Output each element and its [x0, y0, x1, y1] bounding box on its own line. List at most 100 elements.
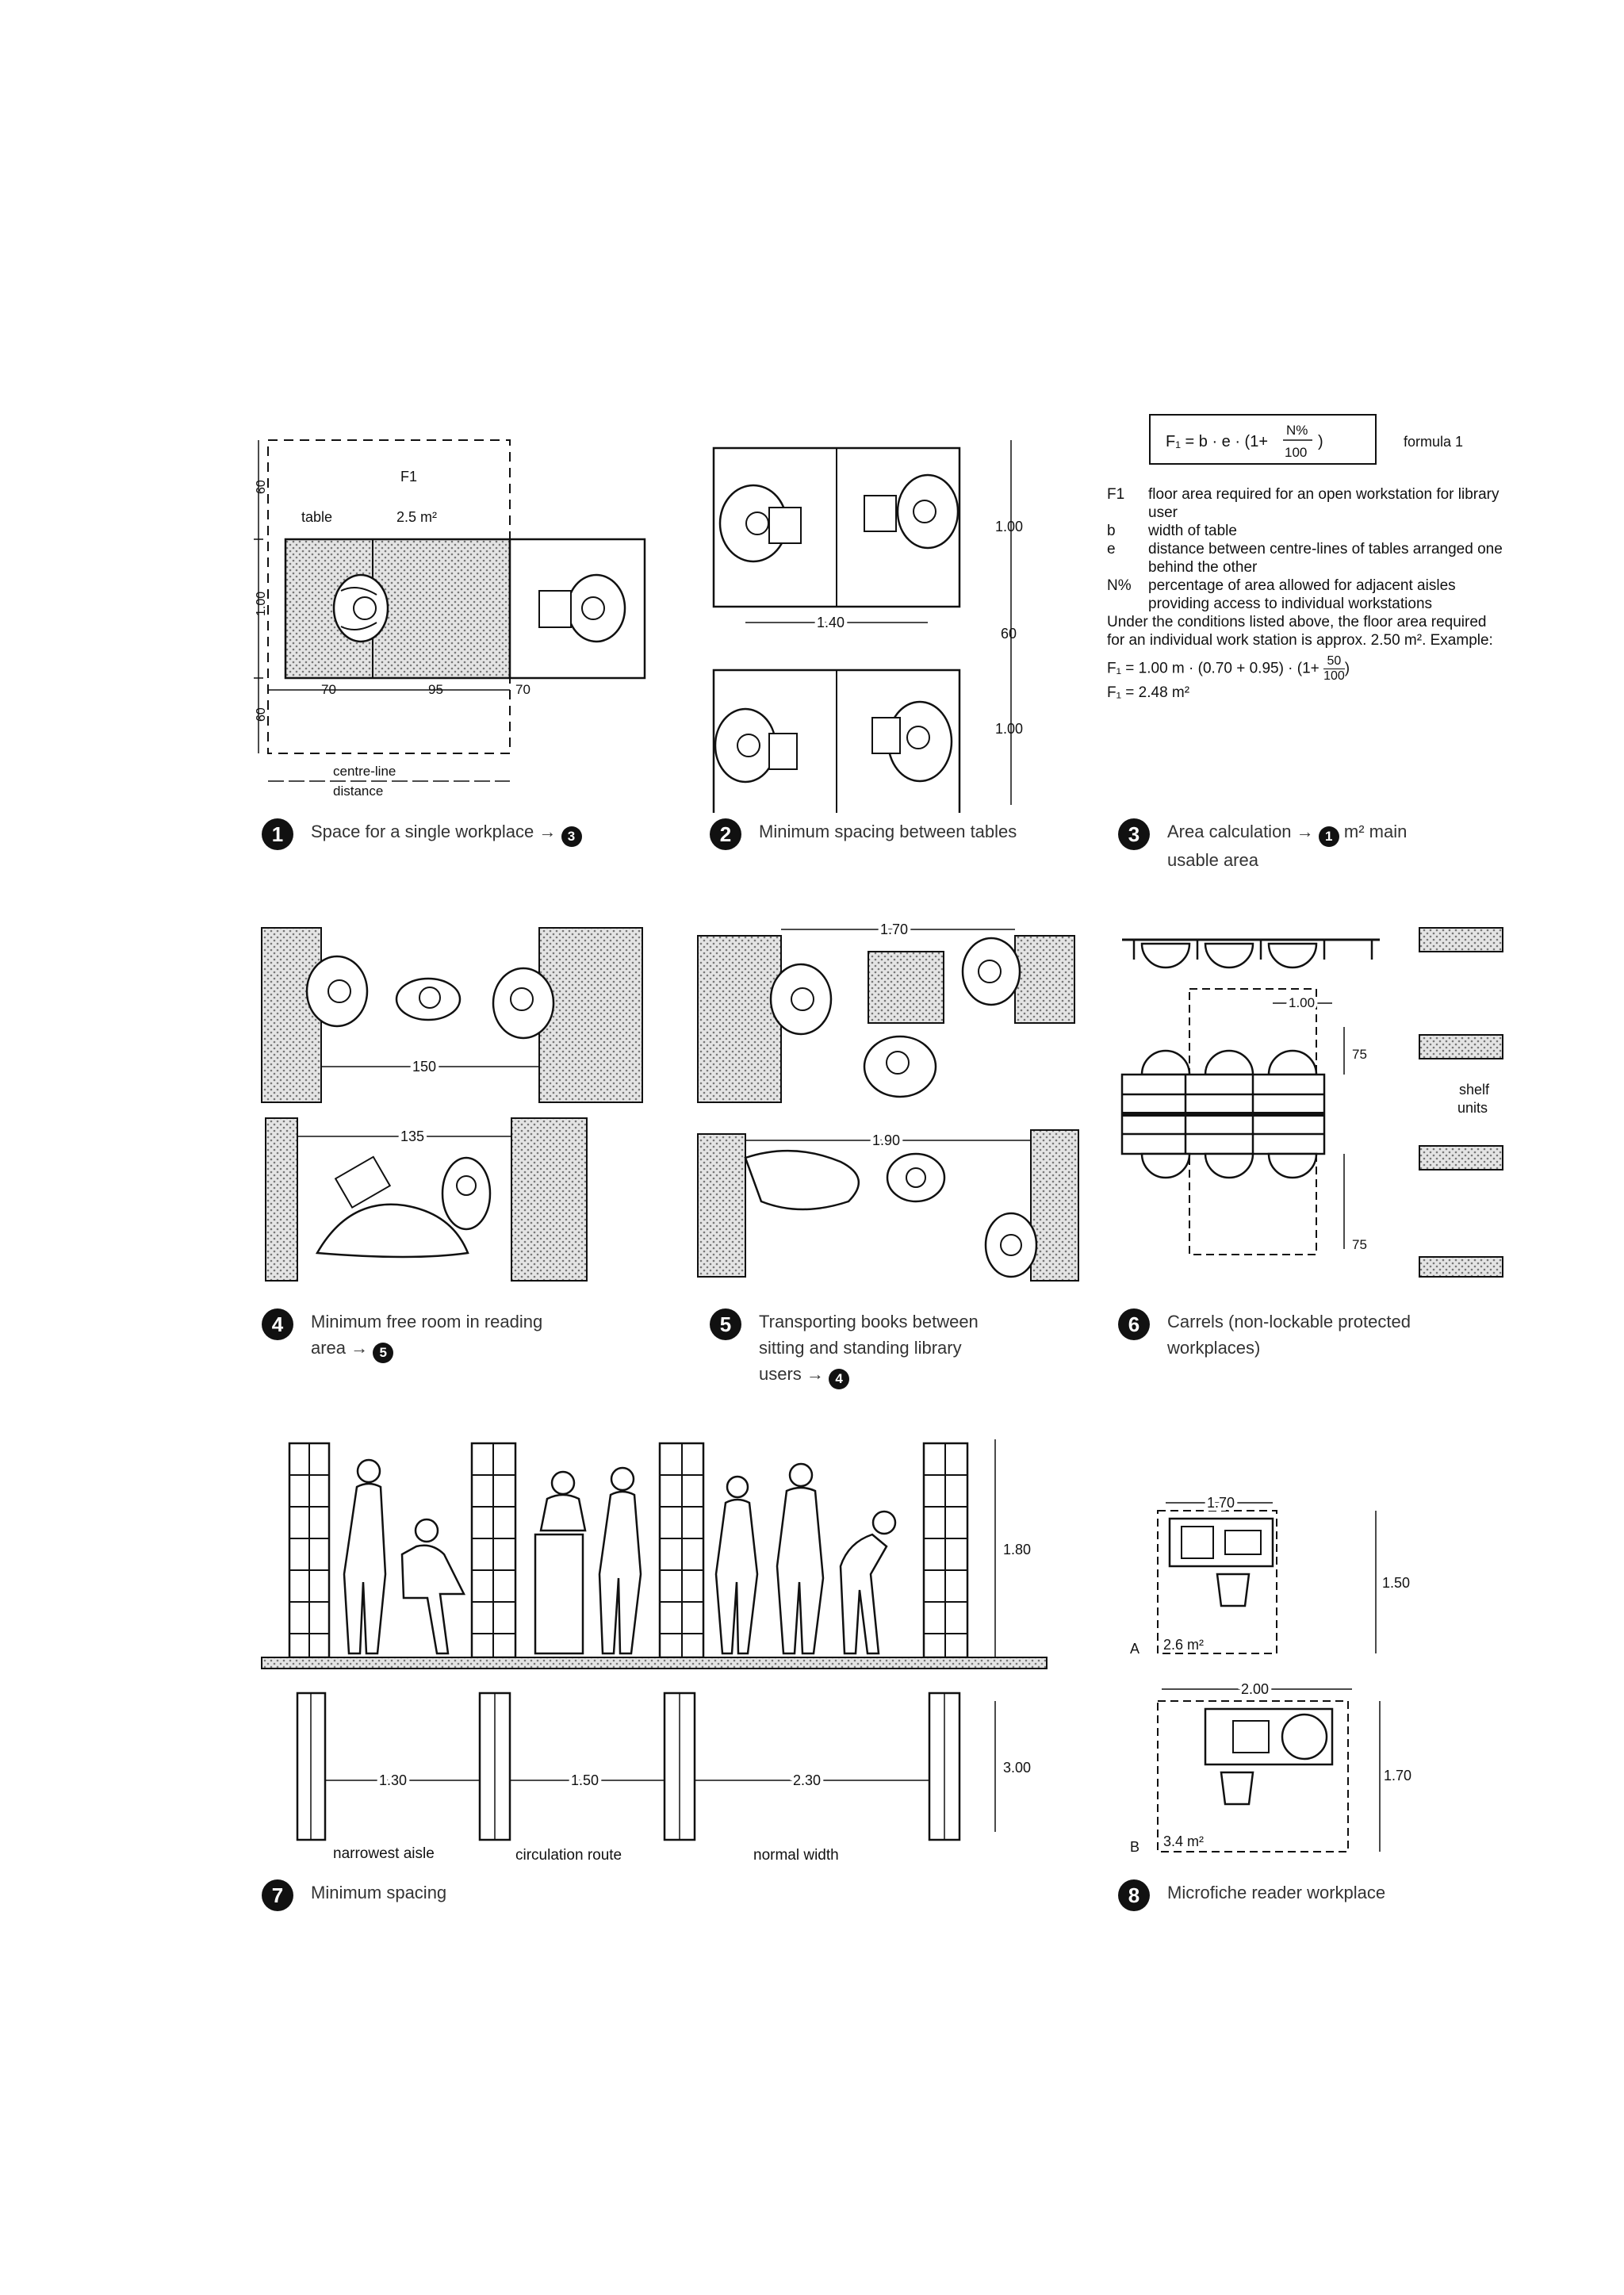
panel-6-carrels-plan: 1.00 75 75 shelf units: [1120, 927, 1503, 1278]
seated-person-icon: [961, 937, 1021, 1006]
dim-100: 1.00: [1289, 995, 1315, 1010]
panel-8-microfiche-plan: 1.70 1.50 2.00 1.70 A 2.6 m² B 3.4 m²: [1130, 1492, 1411, 1855]
person-with-cart-icon: [863, 1035, 937, 1098]
dim-130: 1.30: [379, 1772, 407, 1788]
svg-text:N%: N%: [1286, 423, 1308, 438]
panel-4-reading-area-plan: 150 135: [261, 927, 643, 1282]
dim-75a: 75: [1352, 1047, 1367, 1062]
dim-135: 135: [400, 1128, 424, 1144]
standing-person-icon: [598, 1466, 642, 1655]
circulation-route-label: circulation route: [515, 1847, 622, 1864]
dim-60b: 60: [255, 707, 268, 722]
person-carrying-books-icon: [315, 1155, 469, 1259]
panel-3-formula-box: F₁ = b · e · (1+ N% 100 ) formula 1: [1149, 414, 1463, 465]
caption-2: 2 Minimum spacing between tables: [710, 818, 1017, 850]
seated-person-icon: [305, 955, 369, 1028]
figure-number: 5: [710, 1308, 741, 1340]
figure-number: 2: [710, 818, 741, 850]
area-label: 2.5 m²: [396, 509, 437, 525]
seated-person-icon: [769, 963, 833, 1036]
svg-text:): ): [1318, 433, 1323, 450]
dim-150: 150: [412, 1059, 436, 1075]
person-at-catalogue-icon: [534, 1470, 587, 1655]
seated-person-icon: [538, 573, 626, 643]
walking-person-icon: [395, 977, 462, 1021]
dim-150: 1.50: [571, 1772, 599, 1788]
dim-100: 1.00: [255, 592, 268, 616]
dim-200: 2.00: [1241, 1681, 1269, 1697]
seated-person-icon: [718, 484, 802, 563]
shelf-label: shelf: [1459, 1082, 1490, 1098]
standing-person-icon: [886, 1152, 946, 1203]
dim-70b: 70: [515, 682, 530, 697]
figure-number: 8: [1118, 1879, 1150, 1911]
dim-95: 95: [428, 682, 443, 697]
narrowest-aisle-label: narrowest aisle: [333, 1845, 435, 1862]
dim-150: 1.50: [1382, 1575, 1410, 1591]
figure-number: 7: [262, 1879, 293, 1911]
dim-170a: 1.70: [1207, 1495, 1235, 1511]
standing-person-icon: [343, 1458, 387, 1655]
caption-text: Microfiche reader workplace: [1167, 1883, 1386, 1902]
figure-ref-icon: 4: [829, 1368, 850, 1389]
label-b: B: [1130, 1839, 1139, 1855]
caption-text: Minimum spacing: [311, 1883, 447, 1902]
distance-label: distance: [333, 784, 383, 799]
svg-text:100: 100: [1285, 445, 1307, 460]
panel-1-workplace-plan: F1 table 2.5 m² 60 1.00 60 70 95 70 cent…: [254, 439, 646, 799]
figure-ref-icon: 3: [561, 826, 582, 847]
dim-230: 2.30: [793, 1772, 821, 1788]
panel-7-aisle-section: 1.30 1.50 2.30 1.80 3.00 narrowest aisle…: [261, 1439, 1048, 1864]
seated-person-icon: [492, 967, 555, 1040]
area-a: 2.6 m²: [1163, 1637, 1204, 1653]
dim-180: 1.80: [1003, 1542, 1031, 1557]
dim-75b: 75: [1352, 1237, 1367, 1252]
dim-170: 1.70: [880, 921, 908, 937]
area-b: 3.4 m²: [1163, 1833, 1204, 1849]
seated-person-icon: [864, 473, 959, 550]
standing-person-icon: [441, 1156, 492, 1231]
figure-ref-icon: 1: [1318, 826, 1339, 847]
bending-person-icon: [744, 1149, 860, 1211]
formula-label: formula 1: [1404, 434, 1463, 450]
dim-60a: 60: [255, 480, 268, 494]
seated-person-icon: [332, 573, 389, 643]
figure-number: 6: [1118, 1308, 1150, 1340]
svg-text:F₁ = b · e · (1+: F₁ = b · e · (1+: [1166, 433, 1268, 450]
dim-100b: 1.00: [995, 721, 1023, 737]
caption-text: Space for a single workplace →: [311, 822, 557, 841]
bending-person-icon: [839, 1510, 897, 1655]
dim-100a: 1.00: [995, 519, 1023, 534]
dim-70a: 70: [321, 682, 336, 697]
caption-text: Minimum spacing between tables: [759, 822, 1017, 841]
example-intro: Under the conditions listed above, the f…: [1107, 614, 1493, 649]
seated-reader-icon: [400, 1518, 466, 1655]
label-a: A: [1130, 1641, 1139, 1657]
panel-5-book-transport-plan: 1.70 1.90: [697, 920, 1079, 1282]
standing-person-icon: [714, 1475, 759, 1655]
seated-person-icon: [714, 707, 798, 784]
caption-7: 7 Minimum spacing: [262, 1879, 446, 1911]
example-line-2: F₁ = 2.48 m²: [1107, 684, 1190, 701]
figure-ref-icon: 5: [373, 1342, 394, 1363]
dim-60: 60: [1001, 626, 1017, 642]
panel-2-table-spacing-plan: 1.00 60 1.00 1.40: [712, 440, 1023, 813]
caption-1: 1 Space for a single workplace → 3: [262, 818, 582, 850]
normal-width-label: normal width: [753, 1847, 839, 1864]
standing-person-icon: [776, 1462, 825, 1655]
centre-line-label: centre-line: [333, 764, 396, 779]
seated-person-icon: [871, 700, 953, 783]
seated-person-icon: [984, 1212, 1038, 1278]
figure-number: 3: [1118, 818, 1150, 850]
table-label: table: [301, 509, 332, 525]
dim-300: 3.00: [1003, 1760, 1031, 1776]
caption-8: 8 Microfiche reader workplace: [1118, 1879, 1385, 1911]
